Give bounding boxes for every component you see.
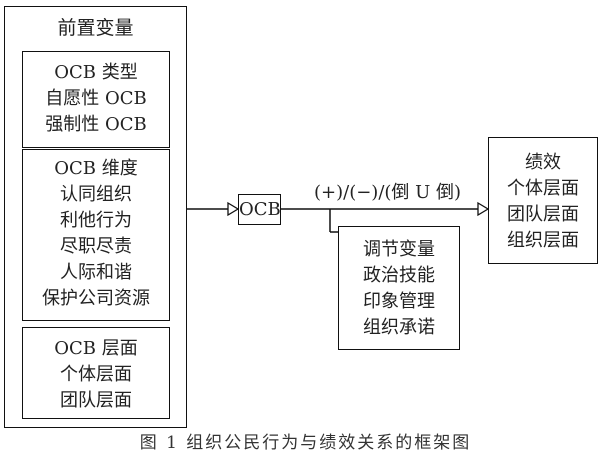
ocb-dimension-group: OCB 维度 认同组织 利他行为 尽职尽责 人际和谐 保护公司资源 <box>22 149 170 321</box>
moderators-box: 调节变量 政治技能 印象管理 组织承诺 <box>338 226 460 350</box>
group-line: OCB 维度 <box>54 158 138 179</box>
group-line: 利他行为 <box>60 210 132 231</box>
figure-caption: 图 1 组织公民行为与绩效关系的框架图 <box>139 433 472 453</box>
relationship-label: (+)/(−)/(倒 U 倒) <box>314 182 462 203</box>
outcome-line: 团队层面 <box>507 204 579 225</box>
moderator-line: 政治技能 <box>363 265 435 286</box>
arrowhead-to-ocb <box>227 201 240 217</box>
antecedents-panel: 前置变量 OCB 类型 自愿性 OCB 强制性 OCB OCB 维度 认同组织 … <box>4 6 187 428</box>
moderator-line: 组织承诺 <box>363 317 435 338</box>
group-line: 认同组织 <box>60 184 132 205</box>
group-line: 人际和谐 <box>60 262 132 283</box>
performance-box: 绩效 个体层面 团队层面 组织层面 <box>488 137 598 264</box>
ocb-type-group: OCB 类型 自愿性 OCB 强制性 OCB <box>22 51 170 148</box>
group-line: 自愿性 OCB <box>45 88 147 109</box>
group-line: 个体层面 <box>60 364 132 385</box>
outcome-line: 组织层面 <box>507 230 579 251</box>
moderator-line: 调节变量 <box>363 239 435 260</box>
group-line: OCB 类型 <box>54 62 138 83</box>
group-line: 保护公司资源 <box>42 288 150 309</box>
ocb-node: OCB <box>238 194 281 225</box>
group-line: 团队层面 <box>60 390 132 411</box>
group-line: OCB 层面 <box>54 338 138 359</box>
antecedents-title: 前置变量 <box>57 17 134 39</box>
group-line: 尽职尽责 <box>60 236 132 257</box>
ocb-level-group: OCB 层面 个体层面 团队层面 <box>22 327 170 419</box>
outcome-line: 个体层面 <box>507 178 579 199</box>
arrowhead-to-outcome <box>477 201 490 217</box>
outcome-line: 绩效 <box>525 152 561 173</box>
moderator-line: 印象管理 <box>363 291 435 312</box>
group-line: 强制性 OCB <box>45 114 147 135</box>
